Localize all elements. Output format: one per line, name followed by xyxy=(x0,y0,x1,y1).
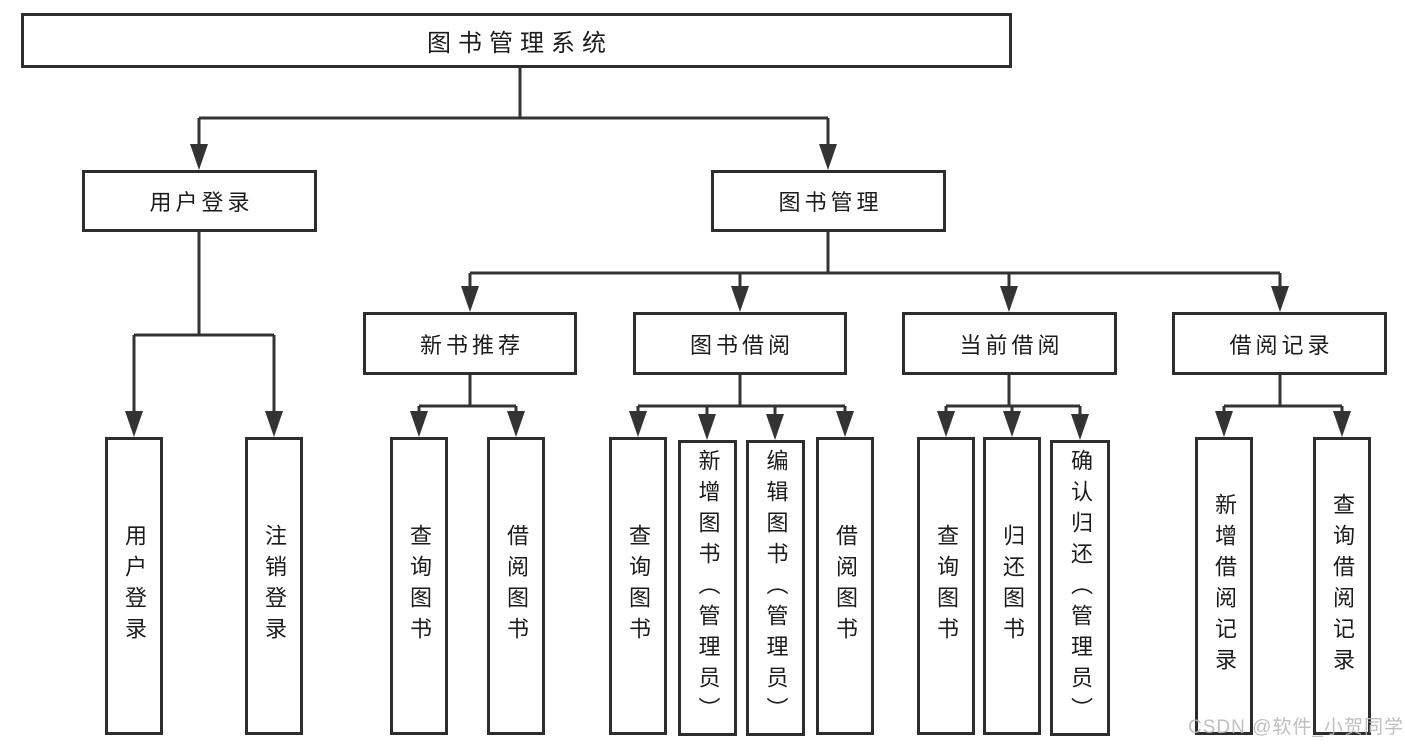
node-current-borrow: 当前借阅 xyxy=(902,312,1117,375)
arrowhead-icon xyxy=(1071,414,1089,440)
arrowhead-icon xyxy=(1333,411,1351,437)
node-label: 注销登录 xyxy=(262,524,287,648)
node-add-borrow-record: 新增借阅记录 xyxy=(1195,437,1253,735)
node-label: 查询图书 xyxy=(934,524,959,648)
node-label: 用户登录 xyxy=(122,524,147,648)
node-label: 图书管理系统 xyxy=(427,30,613,57)
node-borrow-books-recommend: 借阅图书 xyxy=(487,437,545,735)
node-label: 新增借阅记录 xyxy=(1212,493,1237,679)
node-borrow-books-borrow: 借阅图书 xyxy=(816,437,874,735)
node-return-books: 归还图书 xyxy=(983,437,1041,735)
node-label: 借阅记录 xyxy=(1229,332,1334,358)
node-label: 编辑图书（管理员） xyxy=(763,448,789,728)
arrowhead-icon xyxy=(1003,411,1021,437)
node-edit-books-admin: 编辑图书（管理员） xyxy=(746,440,805,736)
watermark-text: CSDN @软件_小贺同学 xyxy=(1188,717,1404,738)
arrowhead-icon xyxy=(461,286,479,312)
node-query-books-current: 查询图书 xyxy=(917,437,975,735)
node-label: 归还图书 xyxy=(1000,524,1025,648)
node-query-borrow-record: 查询借阅记录 xyxy=(1313,437,1371,735)
arrowhead-icon xyxy=(1215,411,1233,437)
node-label: 新增图书（管理员） xyxy=(695,448,721,728)
arrowhead-icon xyxy=(731,286,749,312)
node-query-books-borrow: 查询图书 xyxy=(609,437,667,735)
arrowhead-icon xyxy=(125,411,143,437)
node-add-books-admin: 新增图书（管理员） xyxy=(678,440,737,736)
node-book-management: 图书管理 xyxy=(711,170,946,232)
arrowhead-icon xyxy=(836,411,854,437)
node-label: 用户登录 xyxy=(149,190,254,215)
node-label: 借阅图书 xyxy=(504,524,529,648)
arrowhead-icon xyxy=(1000,286,1018,312)
node-label: 图书借阅 xyxy=(689,332,794,358)
arrowhead-icon xyxy=(190,144,208,170)
node-label: 当前借阅 xyxy=(959,332,1064,358)
node-confirm-return-admin: 确认归还（管理员） xyxy=(1050,440,1110,736)
node-label: 查询图书 xyxy=(626,524,651,648)
node-label: 查询借阅记录 xyxy=(1330,493,1355,679)
node-label: 查询图书 xyxy=(407,524,432,648)
node-logout: 注销登录 xyxy=(245,437,303,735)
node-new-book-recommend: 新书推荐 xyxy=(363,312,577,375)
arrowhead-icon xyxy=(937,411,955,437)
node-label: 新书推荐 xyxy=(419,332,524,358)
arrowhead-icon xyxy=(819,144,837,170)
arrowhead-icon xyxy=(1271,286,1289,312)
node-label: 确认归还（管理员） xyxy=(1068,448,1093,728)
node-library-system: 图书管理系统 xyxy=(21,13,1012,68)
arrowhead-icon xyxy=(766,414,784,440)
node-label: 图书管理 xyxy=(778,190,883,215)
node-user-login: 用户登录 xyxy=(82,170,317,232)
node-query-books-recommend: 查询图书 xyxy=(390,437,448,735)
arrowhead-icon xyxy=(629,411,647,437)
node-book-borrow: 图书借阅 xyxy=(633,312,847,375)
arrowhead-icon xyxy=(410,411,428,437)
arrowhead-icon xyxy=(507,411,525,437)
node-borrow-records: 借阅记录 xyxy=(1172,312,1387,375)
node-user-login-leaf: 用户登录 xyxy=(105,437,163,735)
node-label: 借阅图书 xyxy=(833,524,858,648)
arrowhead-icon xyxy=(698,414,716,440)
arrowhead-icon xyxy=(265,411,283,437)
